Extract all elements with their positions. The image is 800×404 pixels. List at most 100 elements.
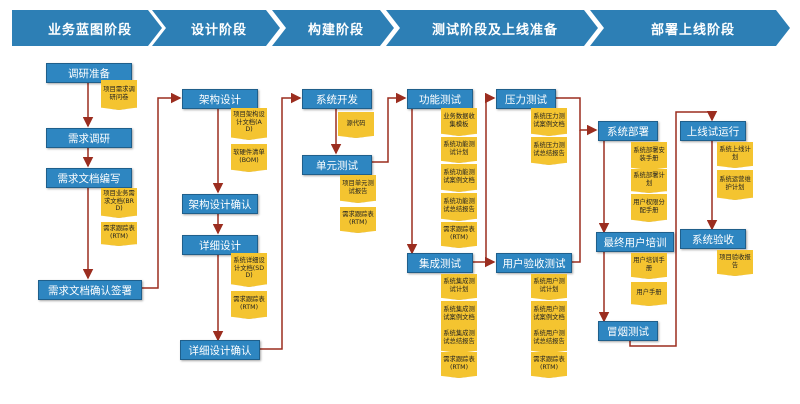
doc-label: 业务数据收集模板 — [443, 112, 475, 128]
doc-label: 系统用户测试总结报告 — [533, 329, 565, 345]
doc-label: 用户培训手册 — [633, 256, 665, 272]
doc-label: 系统部署安装手册 — [633, 146, 665, 162]
doc-source-code[interactable]: 源代码 — [338, 112, 374, 138]
doc-stress-test-case[interactable]: 系统压力测试案例文档 — [531, 108, 567, 136]
step-system-deploy[interactable]: 系统部署 — [598, 121, 658, 141]
doc-rtm-5[interactable]: 需求跟踪表(RTM) — [441, 352, 477, 378]
doc-label: 系统运营维护计划 — [719, 175, 751, 191]
step-research-prep[interactable]: 调研准备 — [46, 63, 132, 83]
step-system-dev[interactable]: 系统开发 — [302, 89, 372, 109]
arrow-uat-to-deploy — [570, 130, 581, 263]
doc-brd[interactable]: 项目业务需求文档(BRD) — [101, 188, 137, 218]
doc-label: 项目架构设计文档(AD) — [233, 110, 265, 134]
doc-label: 项目需求调研问卷 — [103, 85, 135, 101]
step-detail-design[interactable]: 详细设计 — [182, 235, 258, 255]
doc-questionnaire[interactable]: 项目需求调研问卷 — [101, 80, 137, 110]
doc-label: 需求跟踪表(RTM) — [443, 355, 475, 371]
doc-stress-test-report[interactable]: 系统压力测试总结报告 — [531, 137, 567, 165]
doc-uat-report[interactable]: 系统用户测试总结报告 — [531, 325, 567, 353]
doc-label: 系统压力测试总结报告 — [533, 141, 565, 157]
doc-label: 系统压力测试案例文档 — [533, 112, 565, 128]
step-smoke-test[interactable]: 冒烟测试 — [598, 321, 658, 341]
doc-label: 源代码 — [346, 119, 366, 127]
doc-label: 系统集成测试计划 — [443, 277, 475, 293]
doc-function-test-case[interactable]: 系统功能测试案例文档 — [441, 164, 477, 192]
doc-label: 需求跟踪表(RTM) — [103, 224, 135, 240]
doc-label: 需求跟踪表(RTM) — [443, 225, 475, 241]
phase-test-and-prep: 测试阶段及上线准备 — [386, 10, 598, 46]
doc-label: 系统部署计划 — [633, 171, 665, 187]
doc-label: 系统上线计划 — [719, 145, 751, 161]
arrow-signoff-to-arch — [140, 92, 182, 289]
doc-training-manual[interactable]: 用户培训手册 — [631, 253, 667, 279]
doc-bom[interactable]: 软硬件清单(BOM) — [231, 144, 267, 172]
step-function-test[interactable]: 功能测试 — [407, 89, 473, 109]
doc-deploy-plan[interactable]: 系统部署计划 — [631, 169, 667, 193]
step-acceptance[interactable]: 系统验收 — [680, 229, 746, 249]
doc-install-manual[interactable]: 系统部署安装手册 — [631, 142, 667, 170]
doc-label: 系统功能测试案例文档 — [443, 168, 475, 184]
doc-label: 需求跟踪表(RTM) — [233, 295, 265, 311]
doc-rtm-4[interactable]: 需求跟踪表(RTM) — [441, 222, 477, 248]
doc-label: 系统集成测试案例文档 — [443, 305, 475, 321]
step-stress-test[interactable]: 压力测试 — [496, 89, 556, 109]
step-requirement-doc[interactable]: 需求文档编写 — [46, 168, 132, 188]
step-go-live[interactable]: 上线试运行 — [680, 121, 746, 141]
doc-label: 系统功能测试总结报告 — [443, 197, 475, 213]
doc-label: 系统详细设计文档(SDD) — [233, 256, 265, 280]
phase-deploy: 部署上线阶段 — [590, 10, 790, 46]
phase-business-blueprint: 业务蓝图阶段 — [12, 10, 162, 46]
doc-integration-test-case[interactable]: 系统集成测试案例文档 — [441, 301, 477, 329]
doc-sdd[interactable]: 系统详细设计文档(SDD) — [231, 253, 267, 287]
doc-golive-plan[interactable]: 系统上线计划 — [717, 142, 753, 168]
doc-user-manual[interactable]: 用户手册 — [631, 282, 667, 306]
doc-label: 系统用户测试案例文档 — [533, 305, 565, 321]
step-requirement-research[interactable]: 需求调研 — [46, 128, 132, 148]
doc-function-test-plan[interactable]: 系统功能测试计划 — [441, 137, 477, 163]
step-arch-design[interactable]: 架构设计 — [182, 89, 258, 109]
doc-label: 系统集成测试总结报告 — [443, 329, 475, 345]
doc-ad[interactable]: 项目架构设计文档(AD) — [231, 108, 267, 140]
doc-uat-case[interactable]: 系统用户测试案例文档 — [531, 301, 567, 329]
doc-function-test-report[interactable]: 系统功能测试总结报告 — [441, 193, 477, 221]
arrow-unit-to-function — [372, 92, 407, 163]
phase-design: 设计阶段 — [152, 10, 280, 46]
doc-integration-test-report[interactable]: 系统集成测试总结报告 — [441, 325, 477, 353]
arrow-integration-to-stress — [470, 92, 496, 263]
doc-permission-manual[interactable]: 用户权限分配手册 — [631, 194, 667, 222]
step-integration-test[interactable]: 集成测试 — [407, 253, 473, 273]
step-final-training[interactable]: 最终用户培训 — [596, 232, 674, 252]
doc-label: 项目业务需求文档(BRD) — [103, 189, 135, 213]
doc-rtm-6[interactable]: 需求跟踪表(RTM) — [531, 352, 567, 378]
doc-data-collection-template[interactable]: 业务数据收集模板 — [441, 108, 477, 136]
doc-label: 系统用户测试计划 — [533, 277, 565, 293]
doc-acceptance-report[interactable]: 项目验收报告 — [717, 250, 753, 276]
doc-integration-test-plan[interactable]: 系统集成测试计划 — [441, 274, 477, 300]
arrow-stress-to-deploy — [555, 97, 598, 136]
doc-uat-plan[interactable]: 系统用户测试计划 — [531, 274, 567, 300]
doc-label: 需求跟踪表(RTM) — [342, 210, 374, 226]
doc-rtm-1[interactable]: 需求跟踪表(RTM) — [101, 222, 137, 246]
doc-rtm-2[interactable]: 需求跟踪表(RTM) — [231, 291, 267, 319]
doc-label: 项目单元测试报告 — [342, 179, 374, 195]
step-detail-confirm[interactable]: 详细设计确认 — [180, 340, 260, 360]
step-requirement-signoff[interactable]: 需求文档确认签署 — [38, 280, 142, 300]
doc-rtm-3[interactable]: 需求跟踪表(RTM) — [340, 207, 376, 233]
doc-label: 用户权限分配手册 — [633, 198, 665, 214]
phase-build: 构建阶段 — [272, 10, 394, 46]
doc-label: 用户手册 — [636, 288, 662, 296]
step-uat[interactable]: 用户验收测试 — [496, 253, 572, 273]
arrow-detail-confirm-to-dev — [258, 92, 302, 350]
phase-label: 设计阶段 — [190, 22, 247, 38]
step-unit-test[interactable]: 单元测试 — [302, 155, 372, 175]
doc-label: 项目验收报告 — [719, 253, 751, 269]
doc-label: 软硬件清单(BOM) — [233, 148, 265, 164]
doc-unit-test-report[interactable]: 项目单元测试报告 — [340, 175, 376, 203]
doc-label: 需求跟踪表(RTM) — [533, 355, 565, 371]
step-arch-confirm[interactable]: 架构设计确认 — [182, 194, 258, 214]
phase-label: 部署上线阶段 — [650, 22, 735, 38]
phase-label: 构建阶段 — [307, 22, 364, 38]
doc-ops-plan[interactable]: 系统运营维护计划 — [717, 170, 753, 200]
